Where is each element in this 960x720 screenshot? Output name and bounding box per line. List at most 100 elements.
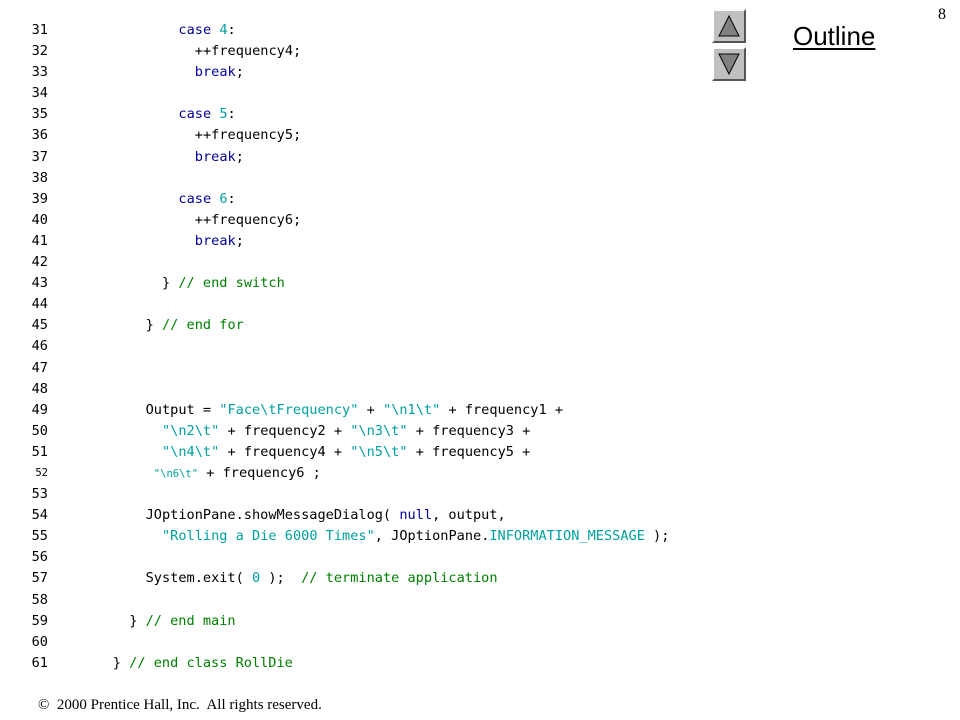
code-text: "\n4\t" + frequency4 + "\n5\t" + frequen… (162, 442, 530, 463)
code-token-plain: ++frequency5; (194, 127, 302, 144)
code-token-plain: , output, (432, 507, 506, 524)
code-line: 60 (0, 632, 720, 653)
up-arrow-icon (718, 14, 740, 37)
next-slide-button[interactable] (712, 47, 746, 81)
code-token-num: 6 (219, 190, 228, 207)
code-token-plain: } (162, 275, 179, 292)
line-number: 38 (31, 169, 48, 186)
code-text: "\n6\t" + frequency6 ; (154, 463, 321, 485)
code-token-string: "\n6\t" (153, 467, 199, 480)
line-number: 34 (31, 85, 48, 102)
line-number: 35 (31, 106, 48, 123)
code-token-kw: break (194, 148, 236, 165)
code-token-plain: } (145, 317, 162, 334)
code-token-plain: ); (644, 528, 670, 545)
code-token-plain: ); (260, 570, 302, 587)
code-text: JOptionPane.showMessageDialog( null, out… (146, 505, 506, 526)
code-line: 44 (0, 294, 720, 315)
code-token-string: "Face\tFrequency" (219, 401, 359, 418)
code-token-plain: ; (235, 232, 244, 249)
code-line: 37 break; (0, 147, 720, 168)
down-arrow-icon (718, 53, 740, 76)
code-line: 35 case 5: (0, 104, 720, 125)
code-line: 59} // end main (0, 611, 720, 632)
code-text: ++frequency4; (195, 41, 301, 62)
line-number: 55 (31, 528, 48, 545)
code-line: 50"\n2\t" + frequency2 + "\n3\t" + frequ… (0, 421, 720, 442)
line-number: 49 (31, 401, 48, 418)
code-token-plain: , JOptionPane. (374, 528, 490, 545)
line-number: 44 (31, 296, 48, 313)
code-token-plain: ++frequency6; (194, 211, 302, 228)
line-number: 56 (31, 549, 48, 566)
copyright-notice: © 2000 Prentice Hall, Inc. All rights re… (38, 697, 322, 713)
code-line: 33 break; (0, 62, 720, 83)
line-number: 52 (35, 466, 48, 479)
code-line: 53 (0, 484, 720, 505)
code-text: case 6: (178, 189, 235, 210)
code-line: 48 (0, 379, 720, 400)
code-line: 51"\n4\t" + frequency4 + "\n5\t" + frequ… (0, 442, 720, 463)
line-number: 41 (31, 232, 48, 249)
code-text: System.exit( 0 ); // terminate applicati… (146, 568, 498, 589)
code-line: 54 JOptionPane.showMessageDialog( null, o… (0, 505, 720, 526)
code-line: 43} // end switch (0, 273, 720, 294)
line-number: 45 (31, 317, 48, 334)
code-line: 46 (0, 336, 720, 357)
code-text: case 5: (178, 104, 235, 125)
code-token-kw: null (399, 507, 433, 524)
code-token-const: INFORMATION_MESSAGE (489, 528, 645, 545)
code-token-plain: ; (235, 64, 244, 81)
code-line: 56 (0, 547, 720, 568)
code-text: } // end class RollDie (113, 653, 293, 674)
code-line: 52 "\n6\t" + frequency6 ; (0, 463, 720, 484)
line-number: 47 (31, 359, 48, 376)
page-number: 8 (938, 6, 946, 23)
code-text: break; (195, 231, 244, 252)
code-line: 47 (0, 358, 720, 379)
code-token-plain: : (227, 106, 236, 123)
code-token-plain: Output = (145, 401, 220, 418)
code-text: "\n2\t" + frequency2 + "\n3\t" + frequen… (162, 421, 530, 442)
line-number: 33 (31, 64, 48, 81)
code-text: "Rolling a Die 6000 Times", JOptionPane.… (162, 526, 669, 547)
line-number: 37 (31, 148, 48, 165)
code-token-plain: : (227, 190, 236, 207)
code-token-plain: System.exit( (145, 570, 252, 587)
code-line: 34 (0, 83, 720, 104)
code-token-comment: // end class RollDie (129, 654, 293, 671)
code-token-kw: case (178, 22, 212, 38)
line-number: 58 (31, 591, 48, 608)
line-number: 32 (31, 43, 48, 60)
outline-link[interactable]: Outline (793, 21, 876, 51)
code-token-kw: break (194, 64, 236, 81)
code-token-plain: + (358, 401, 383, 418)
code-token-plain: ++frequency4; (194, 43, 302, 60)
line-number: 59 (31, 612, 48, 629)
code-token-comment: // end main (145, 612, 236, 629)
code-token-plain: JOptionPane.showMessageDialog( (145, 507, 400, 524)
line-number: 31 (31, 22, 48, 38)
previous-slide-button[interactable] (712, 9, 746, 43)
code-text: ++frequency5; (195, 125, 301, 146)
line-number: 60 (31, 633, 48, 650)
code-token-plain: + frequency5 + (407, 443, 531, 460)
code-token-num: 4 (219, 22, 228, 38)
code-token-comment: // terminate application (301, 570, 498, 587)
code-token-plain: ; (235, 148, 244, 165)
code-token-num: 0 (252, 570, 261, 587)
code-token-plain: + frequency1 + (440, 401, 564, 418)
code-token-comment: // end for (161, 317, 244, 334)
code-line: 38 (0, 168, 720, 189)
code-token-string: "Rolling a Die 6000 Times" (162, 528, 375, 545)
line-number: 43 (31, 275, 48, 292)
code-text: case 4: (178, 20, 235, 41)
code-line: 42 (0, 252, 720, 273)
line-number: 54 (31, 507, 48, 524)
code-line: 58 (0, 590, 720, 611)
code-token-plain: + frequency4 + (219, 443, 351, 460)
code-line: 36++frequency5; (0, 125, 720, 146)
code-token-kw: case (178, 190, 212, 207)
